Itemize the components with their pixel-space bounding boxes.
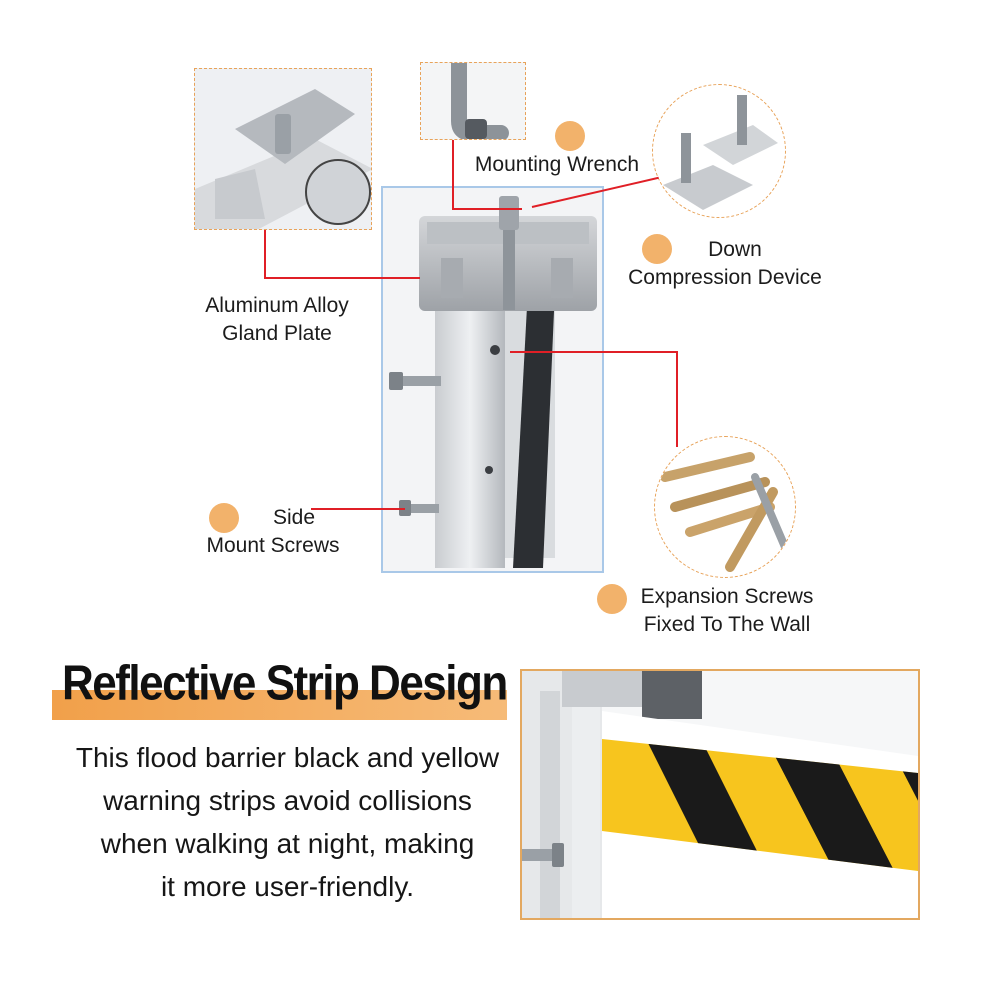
expansion-screws-label: Expansion Screws Fixed To The Wall xyxy=(640,585,814,636)
compression-dot xyxy=(642,234,672,264)
leader-wrench-h xyxy=(452,208,522,210)
leader-expansion-v xyxy=(676,351,678,447)
wrench-inset xyxy=(420,62,526,140)
main-product-photo xyxy=(381,186,604,573)
side-screws-label: Side Mount Screws xyxy=(206,506,340,557)
gland-plate-label: Aluminum Alloy Gland Plate xyxy=(205,294,349,345)
leader-wrench-v xyxy=(452,140,454,210)
down-compression-label: Down Compression Device xyxy=(628,238,822,289)
headline-underline xyxy=(52,690,507,720)
gland-plate-inset xyxy=(194,68,372,230)
reflective-strip-photo xyxy=(520,669,920,920)
leader-gland-v xyxy=(264,230,266,278)
hex-wrench-icon xyxy=(451,63,509,139)
wrench-dot xyxy=(555,121,585,151)
expansion-screws-illustration xyxy=(660,452,789,572)
mounting-wrench-label: Mounting Wrench xyxy=(474,153,640,176)
down-compression-circle xyxy=(652,84,786,218)
side-screws-dot xyxy=(209,503,239,533)
section-body: This flood barrier black and yellow warn… xyxy=(75,742,500,902)
section-headline: Reflective Strip Design xyxy=(62,656,508,711)
compression-device-illustration xyxy=(663,95,778,210)
expansion-screws-circle xyxy=(654,436,796,578)
leader-side-screws xyxy=(311,508,405,510)
leader-expansion-h xyxy=(510,351,678,353)
leader-gland-h xyxy=(264,277,420,279)
gland-plate-detail-circle xyxy=(305,159,371,225)
expansion-dot xyxy=(597,584,627,614)
aluminum-post-illustration xyxy=(389,196,597,568)
warning-strip-illustration xyxy=(522,671,918,918)
